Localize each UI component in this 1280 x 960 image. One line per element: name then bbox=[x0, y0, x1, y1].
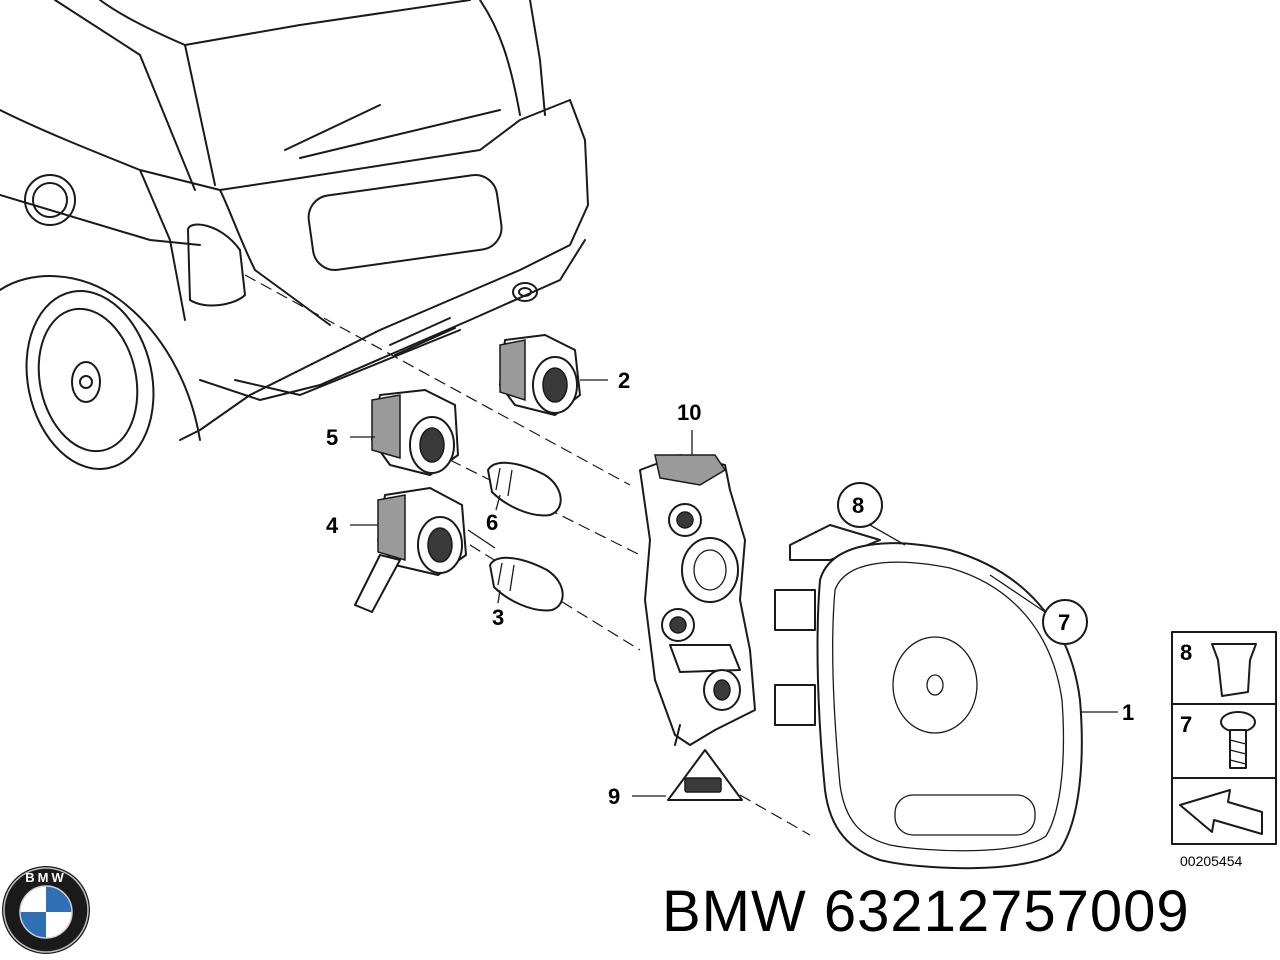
part-number-caption: BMW 63212757009 bbox=[662, 879, 1190, 944]
car-rear-outline bbox=[0, 0, 589, 470]
tail-lamp-1 bbox=[774, 524, 1118, 870]
warning-label-9 bbox=[632, 749, 743, 801]
callout-circle-7 bbox=[989, 574, 1088, 645]
callout-10: 10 bbox=[677, 400, 701, 425]
arrow-icon bbox=[1179, 789, 1263, 835]
clip-nut-icon bbox=[1211, 643, 1257, 697]
bmw-logo: BMW bbox=[2, 866, 90, 954]
legend-panel: 8 7 bbox=[1171, 631, 1277, 845]
logo-text: BMW bbox=[25, 870, 67, 885]
bulb-socket-4 bbox=[350, 487, 496, 613]
diagram-number: 00205454 bbox=[1180, 853, 1243, 869]
bulb-socket-2 bbox=[499, 334, 608, 416]
legend-label-7: 7 bbox=[1180, 712, 1192, 737]
bulb-3 bbox=[489, 556, 564, 612]
callout-2: 2 bbox=[618, 368, 630, 393]
callout-3: 3 bbox=[492, 605, 504, 630]
callout-6: 6 bbox=[486, 510, 498, 535]
callout-7: 7 bbox=[1058, 610, 1070, 635]
bulb-socket-5 bbox=[350, 389, 459, 476]
legend-label-8: 8 bbox=[1180, 640, 1192, 665]
callout-circle-8 bbox=[837, 482, 906, 546]
callout-1: 1 bbox=[1122, 700, 1134, 725]
callout-9: 9 bbox=[608, 784, 620, 809]
callout-8: 8 bbox=[852, 493, 864, 518]
bulb-6 bbox=[487, 461, 562, 517]
bulb-carrier-10 bbox=[639, 430, 756, 746]
callout-5: 5 bbox=[326, 425, 338, 450]
callout-4: 4 bbox=[326, 513, 339, 538]
